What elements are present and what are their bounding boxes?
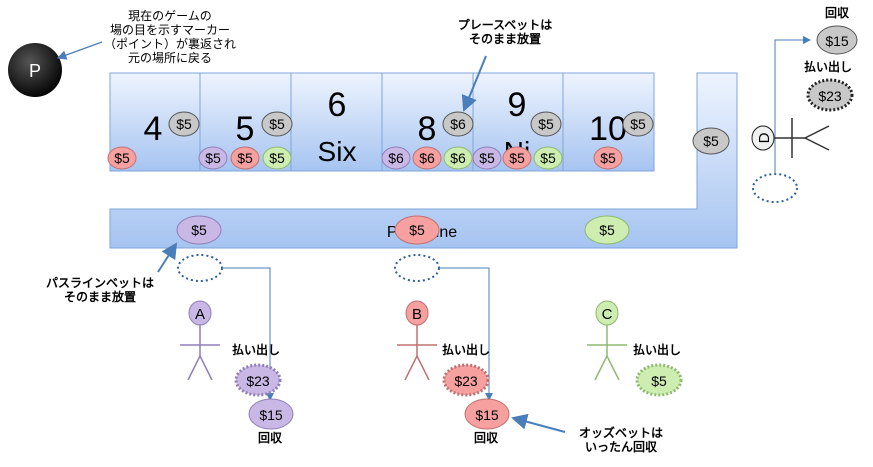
collect-chip-a[interactable] bbox=[248, 398, 294, 430]
empty-odds-spot-b bbox=[394, 254, 440, 282]
chip-8-red[interactable] bbox=[412, 146, 442, 170]
puck-marker[interactable] bbox=[8, 43, 62, 97]
payout-chip-b[interactable] bbox=[442, 363, 490, 397]
chip-8-gray[interactable] bbox=[442, 111, 474, 137]
pass-note-arrow bbox=[157, 242, 178, 273]
chip-10-red[interactable] bbox=[593, 146, 623, 170]
payout-label-d: 払い出し bbox=[803, 60, 852, 74]
chip-8-red-label: $6 bbox=[419, 150, 435, 166]
puck-note: 現在のゲームの 場の目を示すマーカー （ポイント）が裏返され 元の場所に戻る bbox=[103, 9, 236, 65]
chip-4-red[interactable] bbox=[107, 146, 137, 170]
chip-8-purple[interactable] bbox=[381, 146, 411, 170]
chip-pass-red-label: $5 bbox=[409, 222, 425, 238]
chip-9-green[interactable] bbox=[533, 146, 563, 170]
payout-chip-c-label: $5 bbox=[651, 373, 667, 389]
collect-chip-d[interactable] bbox=[816, 25, 858, 55]
collect-label-b: 回収 bbox=[473, 431, 498, 445]
chip-pass-purple[interactable] bbox=[176, 215, 222, 245]
chip-10-gray[interactable] bbox=[622, 111, 654, 137]
chip-9-red[interactable] bbox=[502, 146, 532, 170]
player-d-name: D bbox=[756, 132, 773, 143]
payout-label-b: 払い出し bbox=[441, 343, 490, 357]
box-8-number: 8 bbox=[418, 110, 437, 148]
puck-label: P bbox=[29, 61, 41, 81]
player-d: D bbox=[751, 118, 830, 158]
chip-pass-red[interactable] bbox=[394, 215, 440, 245]
chip-9-green-label: $5 bbox=[540, 150, 556, 166]
collect-chip-b-label: $15 bbox=[475, 407, 499, 423]
chip-come-gray-label: $5 bbox=[703, 133, 719, 149]
chip-5-purple-label: $5 bbox=[205, 150, 221, 166]
chip-5-purple[interactable] bbox=[198, 146, 228, 170]
chip-5-red[interactable] bbox=[230, 146, 260, 170]
place-bet-note: プレースベットは そのまま放置 bbox=[457, 18, 553, 46]
box-6 bbox=[290, 72, 383, 172]
chip-5-green-label: $5 bbox=[269, 150, 285, 166]
place-note-arrow bbox=[461, 55, 487, 112]
chip-5-red-label: $5 bbox=[237, 150, 253, 166]
box-10-number: 10 bbox=[589, 110, 627, 148]
chip-pass-purple-label: $5 bbox=[191, 222, 207, 238]
chip-8-purple-label: $6 bbox=[388, 150, 404, 166]
collect-chip-d-label: $15 bbox=[825, 33, 849, 49]
chip-9-gray[interactable] bbox=[530, 111, 562, 137]
chip-9-gray-label: $5 bbox=[538, 116, 554, 132]
collect-chip-b[interactable] bbox=[464, 398, 510, 430]
chip-9-red-label: $5 bbox=[509, 150, 525, 166]
payout-chip-d-label: $23 bbox=[818, 88, 842, 104]
chip-5-gray[interactable] bbox=[261, 111, 293, 137]
chip-10-red-label: $5 bbox=[600, 150, 616, 166]
player-c-name: C bbox=[602, 306, 613, 323]
chip-pass-green-label: $5 bbox=[599, 222, 615, 238]
chip-5-gray-label: $5 bbox=[269, 116, 285, 132]
chip-5-green[interactable] bbox=[262, 146, 292, 170]
odds-return-line-d bbox=[774, 36, 811, 174]
chip-4-gray-label: $5 bbox=[176, 116, 192, 132]
payout-chip-a[interactable] bbox=[234, 363, 282, 397]
pass-line-note: パスラインベットは そのまま放置 bbox=[45, 276, 154, 304]
payout-chip-c[interactable] bbox=[635, 363, 683, 397]
gray-chips: $5 $5 $6 $5 $5 $5 bbox=[168, 111, 730, 155]
odds-return-line-b bbox=[439, 267, 493, 401]
empty-odds-spot-a bbox=[177, 254, 223, 282]
player-b-name: B bbox=[412, 306, 422, 323]
player-b: B bbox=[397, 300, 437, 381]
chip-8-gray-label: $6 bbox=[450, 116, 466, 132]
collect-label-d: 回収 bbox=[824, 6, 849, 20]
player-a: A bbox=[180, 300, 220, 381]
payout-chip-a-label: $23 bbox=[246, 373, 270, 389]
puck-note-arrow bbox=[56, 41, 103, 60]
payout-label-c: 払い出し bbox=[632, 343, 681, 357]
box-6-number: 6 bbox=[328, 86, 347, 124]
chip-8-green[interactable] bbox=[443, 146, 473, 170]
payout-chip-d[interactable] bbox=[806, 78, 854, 112]
pass-line-area bbox=[109, 72, 738, 249]
collect-chip-a-label: $15 bbox=[259, 407, 283, 423]
payout-chip-b-label: $23 bbox=[454, 373, 478, 389]
box-4-number: 4 bbox=[144, 110, 163, 148]
chip-9-purple[interactable] bbox=[472, 146, 502, 170]
chip-4-red-label: $5 bbox=[114, 150, 130, 166]
chip-10-gray-label: $5 bbox=[630, 116, 646, 132]
odds-note-arrow bbox=[511, 413, 566, 433]
payout-label-a: 払い出し bbox=[231, 343, 280, 357]
player-c: C bbox=[587, 300, 627, 381]
box-6-word: Six bbox=[318, 136, 357, 167]
pass-line-chips: $5 $5 $5 bbox=[176, 215, 630, 245]
odds-note: オッズベットは いったん回収 bbox=[578, 426, 663, 454]
player-a-name: A bbox=[195, 306, 205, 323]
box-5-number: 5 bbox=[236, 110, 255, 148]
chip-8-green-label: $6 bbox=[450, 150, 466, 166]
odds-return-line-a bbox=[222, 267, 274, 401]
collect-label-a: 回収 bbox=[257, 431, 282, 445]
box-bottom-chips: $5 $5 $5 $5 $6 $6 $6 $5 $5 $5 $5 bbox=[107, 146, 623, 170]
chip-pass-green[interactable] bbox=[584, 215, 630, 245]
box-9-number: 9 bbox=[508, 86, 527, 124]
empty-odds-spot-d bbox=[752, 173, 798, 203]
chip-come-gray[interactable] bbox=[692, 127, 730, 155]
chip-9-purple-label: $5 bbox=[479, 150, 495, 166]
chip-4-gray[interactable] bbox=[168, 111, 200, 137]
